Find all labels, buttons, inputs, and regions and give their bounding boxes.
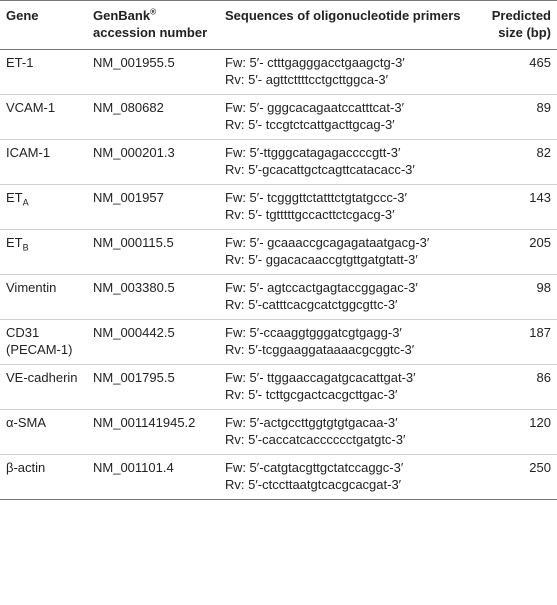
table-row: ETA NM_001957 Fw: 5′- tcgggttctatttctgta…	[0, 184, 557, 230]
forward-primer: Fw: 5′- ctttgagggacctgaagctg-3′	[225, 55, 405, 70]
header-accession-rest: accession number	[93, 25, 208, 40]
table-row: VCAM-1 NM_080682 Fw: 5′- gggcacagaatccat…	[0, 94, 557, 140]
size-cell: 205	[484, 229, 557, 275]
accession-cell: NM_000442.5	[87, 319, 219, 365]
table-row: β-actin NM_001101.4 Fw: 5′-catgtacgttgct…	[0, 454, 557, 500]
sequence-cell: Fw: 5′- ctttgagggacctgaagctg-3′ Rv: 5′- a…	[219, 49, 484, 95]
accession-cell: NM_080682	[87, 94, 219, 140]
reverse-primer: Rv: 5′- tgtttttgccacttctcgacg-3′	[225, 207, 395, 222]
gene-cell: ETB	[0, 229, 87, 275]
reverse-primer: Rv: 5′- tccgtctcattgacttgcag-3′	[225, 117, 395, 132]
sequence-cell: Fw: 5′- gcaaaccgcagagataatgacg-3′ Rv: 5′-…	[219, 229, 484, 275]
sequence-cell: Fw: 5′- tcgggttctatttctgtatgccc-3′ Rv: 5′…	[219, 184, 484, 230]
forward-primer: Fw: 5′- tcgggttctatttctgtatgccc-3′	[225, 190, 407, 205]
gene-cell: β-actin	[0, 454, 87, 500]
size-cell: 250	[484, 454, 557, 500]
table-row: ETB NM_000115.5 Fw: 5′- gcaaaccgcagagata…	[0, 229, 557, 275]
gene-cell: ET-1	[0, 49, 87, 95]
reverse-primer: Rv: 5′-ctccttaatgtcacgcacgat-3′	[225, 477, 402, 492]
header-gene: Gene	[0, 0, 87, 50]
header-sequences: Sequences of oligonucleotide primers	[219, 0, 484, 50]
accession-cell: NM_000115.5	[87, 229, 219, 275]
header-size: Predicted size (bp)	[484, 0, 557, 50]
reverse-primer: Rv: 5′-caccatcacccccctgatgtc-3′	[225, 432, 406, 447]
registered-mark: ®	[150, 7, 156, 17]
reverse-primer: Rv: 5′- agttcttttcctgcttggca-3′	[225, 72, 389, 87]
table-row: CD31 (PECAM-1) NM_000442.5 Fw: 5′-ccaagg…	[0, 319, 557, 365]
sequence-cell: Fw: 5′-actgccttggtgtgtgacaa-3′ Rv: 5′-cac…	[219, 409, 484, 455]
gene-cell: α-SMA	[0, 409, 87, 455]
sequence-cell: Fw: 5′-ttgggcatagagaccccgtt-3′ Rv: 5′-gca…	[219, 139, 484, 185]
reverse-primer: Rv: 5′- tcttgcgactcacgcttgac-3′	[225, 387, 398, 402]
gene-cell: VCAM-1	[0, 94, 87, 140]
size-cell: 89	[484, 94, 557, 140]
gene-cell: Vimentin	[0, 274, 87, 320]
accession-cell: NM_003380.5	[87, 274, 219, 320]
table-row: ET-1 NM_001955.5 Fw: 5′- ctttgagggacctga…	[0, 49, 557, 95]
header-row: Gene GenBank® accession number Sequences…	[0, 0, 557, 50]
accession-cell: NM_001955.5	[87, 49, 219, 95]
reverse-primer: Rv: 5′- ggacacaaccgtgttgatgtatt-3′	[225, 252, 418, 267]
gene-cell: CD31 (PECAM-1)	[0, 319, 87, 365]
gene-cell: ICAM-1	[0, 139, 87, 185]
gene-cell: ETA	[0, 184, 87, 230]
sequence-cell: Fw: 5′- agtccactgagtaccggagac-3′ Rv: 5′-c…	[219, 274, 484, 320]
forward-primer: Fw: 5′-ccaaggtgggatcgtgagg-3′	[225, 325, 402, 340]
size-cell: 98	[484, 274, 557, 320]
forward-primer: Fw: 5′- ttggaaccagatgcacattgat-3′	[225, 370, 416, 385]
sequence-cell: Fw: 5′-catgtacgttgctatccaggc-3′ Rv: 5′-ct…	[219, 454, 484, 500]
size-cell: 187	[484, 319, 557, 365]
header-accession: GenBank® accession number	[87, 0, 219, 50]
primer-table: Gene GenBank® accession number Sequences…	[0, 0, 557, 500]
header-accession-main: GenBank	[93, 8, 151, 23]
forward-primer: Fw: 5′-catgtacgttgctatccaggc-3′	[225, 460, 404, 475]
gene-cell: VE-cadherin	[0, 364, 87, 410]
sequence-cell: Fw: 5′- gggcacagaatccatttcat-3′ Rv: 5′- t…	[219, 94, 484, 140]
accession-cell: NM_001101.4	[87, 454, 219, 500]
forward-primer: Fw: 5′-actgccttggtgtgtgacaa-3′	[225, 415, 398, 430]
size-cell: 465	[484, 49, 557, 95]
table-row: ICAM-1 NM_000201.3 Fw: 5′-ttgggcatagagac…	[0, 139, 557, 185]
table-row: α-SMA NM_001141945.2 Fw: 5′-actgccttggtg…	[0, 409, 557, 455]
accession-cell: NM_001141945.2	[87, 409, 219, 455]
forward-primer: Fw: 5′- gcaaaccgcagagataatgacg-3′	[225, 235, 430, 250]
gene-subscript: A	[22, 197, 29, 208]
forward-primer: Fw: 5′- gggcacagaatccatttcat-3′	[225, 100, 405, 115]
table-row: Vimentin NM_003380.5 Fw: 5′- agtccactgag…	[0, 274, 557, 320]
accession-cell: NM_000201.3	[87, 139, 219, 185]
reverse-primer: Rv: 5′-gcacattgctcagttcatacacc-3′	[225, 162, 415, 177]
reverse-primer: Rv: 5′-catttcacgcatctggcgttc-3′	[225, 297, 398, 312]
size-cell: 143	[484, 184, 557, 230]
sequence-cell: Fw: 5′-ccaaggtgggatcgtgagg-3′ Rv: 5′-tcgg…	[219, 319, 484, 365]
size-cell: 86	[484, 364, 557, 410]
forward-primer: Fw: 5′- agtccactgagtaccggagac-3′	[225, 280, 418, 295]
gene-main: ET	[6, 235, 23, 250]
size-cell: 82	[484, 139, 557, 185]
table-row: VE-cadherin NM_001795.5 Fw: 5′- ttggaacc…	[0, 364, 557, 410]
gene-subscript: B	[22, 242, 29, 253]
gene-main: ET	[6, 190, 23, 205]
accession-cell: NM_001957	[87, 184, 219, 230]
forward-primer: Fw: 5′-ttgggcatagagaccccgtt-3′	[225, 145, 401, 160]
size-cell: 120	[484, 409, 557, 455]
sequence-cell: Fw: 5′- ttggaaccagatgcacattgat-3′ Rv: 5′-…	[219, 364, 484, 410]
accession-cell: NM_001795.5	[87, 364, 219, 410]
reverse-primer: Rv: 5′-tcggaaggataaaacgcggtc-3′	[225, 342, 415, 357]
